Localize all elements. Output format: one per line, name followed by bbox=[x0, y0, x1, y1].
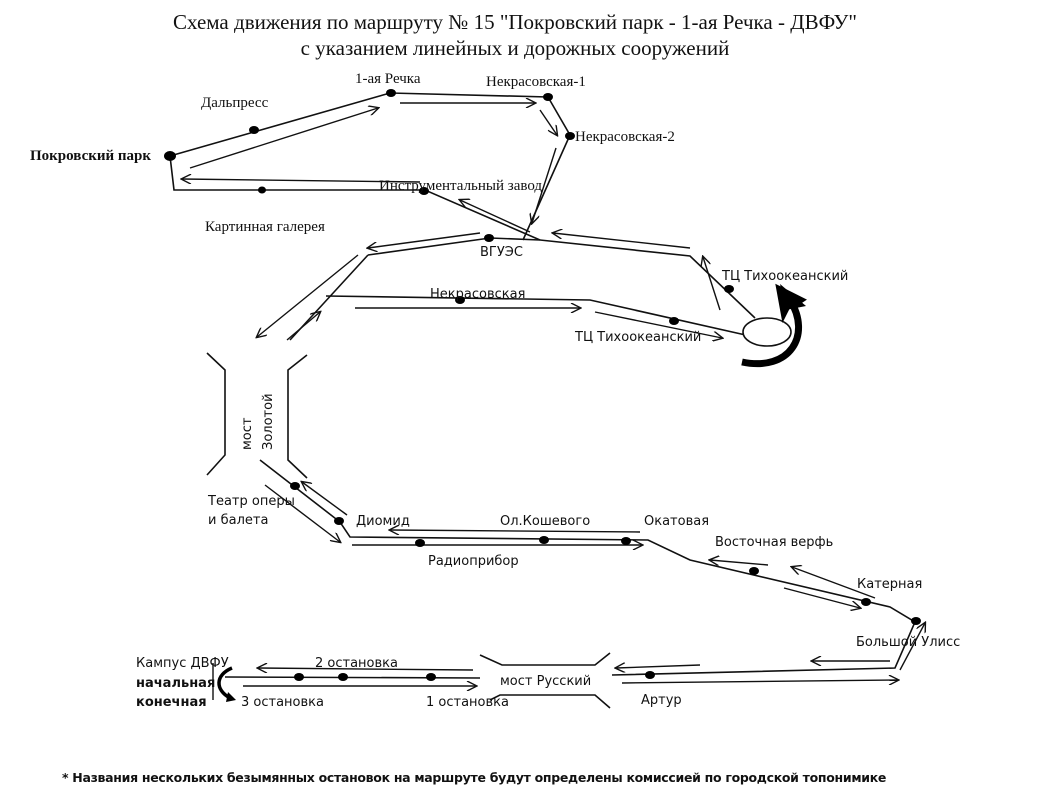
russky-bridge bbox=[479, 652, 611, 709]
route-lines bbox=[169, 92, 917, 679]
stop-marker-nekrasovskaya-2[interactable] bbox=[565, 132, 575, 140]
stop-marker-diomid[interactable] bbox=[334, 517, 344, 525]
stop-marker-okatovaya[interactable] bbox=[621, 537, 631, 545]
direction-arrow bbox=[257, 254, 359, 337]
label-artur: Артур bbox=[641, 693, 682, 708]
direction-arrow bbox=[710, 560, 769, 565]
direction-arrow bbox=[368, 232, 481, 248]
diagram-title: Схема движения по маршруту № 15 "Покровс… bbox=[172, 10, 858, 34]
stop-marker-1-ostanovka[interactable] bbox=[426, 673, 436, 681]
label-diomid: Диомид bbox=[356, 514, 410, 529]
direction-arrow bbox=[616, 665, 701, 668]
stop-marker-nekrasovskaya[interactable] bbox=[455, 296, 465, 304]
direction-arrow bbox=[189, 108, 378, 169]
direction-arrow bbox=[532, 147, 557, 223]
stop-marker-bolshoy-uliss[interactable] bbox=[911, 617, 921, 625]
stop-marker-vguesu[interactable] bbox=[484, 234, 494, 242]
stop-marker-instrumentalny-zavod[interactable] bbox=[419, 187, 429, 195]
road-segment bbox=[367, 237, 756, 319]
label-kampus: Кампус ДВФУ bbox=[136, 656, 229, 671]
direction-arrow bbox=[783, 587, 860, 608]
label-katernaya: Катерная bbox=[857, 577, 922, 592]
label-vostochnaya-verf: Восточная верфь bbox=[715, 535, 833, 550]
stop-marker-artur[interactable] bbox=[645, 671, 655, 679]
stop-labels: Покровский парк Дальпресс 1-ая Речка Нек… bbox=[30, 71, 960, 710]
direction-arrow bbox=[460, 200, 531, 233]
label-teatr-line1: Театр оперы bbox=[207, 494, 295, 509]
stop-marker-ol-koshevogo[interactable] bbox=[539, 536, 549, 544]
direction-arrow bbox=[594, 311, 722, 338]
label-okatovaya: Окатовая bbox=[644, 514, 709, 529]
label-bolshoy-uliss: Большой Улисс bbox=[856, 635, 960, 650]
label-2-ostanovka: 2 остановка bbox=[315, 656, 398, 671]
label-zolotoy: Золотой bbox=[261, 393, 276, 450]
label-3-ostanovka: 3 остановка bbox=[241, 695, 324, 710]
label-vguesu: ВГУЭС bbox=[480, 245, 523, 260]
direction-arrow bbox=[899, 623, 925, 671]
stop-marker-dalpress[interactable] bbox=[249, 126, 259, 134]
stop-marker-2-ostanovka-a[interactable] bbox=[294, 673, 304, 681]
stop-marker-vostochnaya-verf[interactable] bbox=[749, 567, 759, 575]
turnaround-loop bbox=[741, 283, 807, 368]
label-dalpress: Дальпресс bbox=[201, 95, 269, 111]
label-tc-tikhookeansky-2: ТЦ Тихоокеанский bbox=[574, 330, 701, 345]
road-segment bbox=[169, 155, 541, 241]
stop-marker-teatr[interactable] bbox=[290, 482, 300, 490]
kampus-turnaround bbox=[212, 663, 236, 702]
diagram-subtitle: с указанием линейных и дорожных сооружен… bbox=[300, 36, 730, 60]
road-segment bbox=[169, 92, 571, 241]
stop-marker-katernaya[interactable] bbox=[861, 598, 871, 606]
direction-arrow bbox=[258, 668, 474, 670]
stop-marker-tc-tikhookeansky-2[interactable] bbox=[669, 317, 679, 325]
label-radiopribor: Радиоприбор bbox=[428, 554, 519, 569]
label-nekrasovskaya: Некрасовская bbox=[430, 287, 525, 302]
label-kartinnaya-galereya: Картинная галерея bbox=[205, 219, 325, 235]
road-segment bbox=[259, 459, 917, 676]
direction-arrow bbox=[264, 484, 340, 542]
zolotoy-bridge bbox=[206, 352, 308, 479]
label-terminal-end: конечная bbox=[136, 695, 207, 710]
label-nekrasovskaya-1: Некрасовская-1 bbox=[486, 74, 586, 90]
stop-marker-2-ostanovka-b[interactable] bbox=[338, 673, 348, 681]
label-nekrasovskaya-2: Некрасовская-2 bbox=[575, 129, 675, 145]
stop-marker-nekrasovskaya-1[interactable] bbox=[543, 93, 553, 101]
direction-arrow bbox=[621, 680, 898, 683]
label-instrumentalny-zavod: Инструментальный завод bbox=[379, 178, 542, 194]
direction-arrow bbox=[703, 257, 721, 311]
label-bridge-word: мост bbox=[240, 417, 255, 450]
label-1-ostanovka: 1 остановка bbox=[426, 695, 509, 710]
direction-arrow bbox=[553, 233, 691, 249]
footnote: * Названия нескольких безымянных останов… bbox=[62, 770, 887, 785]
road-segment bbox=[325, 295, 751, 337]
label-russky-bridge: мост Русский bbox=[500, 674, 591, 689]
road-segment bbox=[224, 676, 481, 679]
label-ol-koshevogo: Ол.Кошевого bbox=[500, 514, 590, 529]
label-first-rechka: 1-ая Речка bbox=[355, 71, 421, 87]
direction-arrow bbox=[390, 530, 641, 532]
direction-arrow bbox=[302, 482, 348, 516]
direction-arrow bbox=[539, 109, 557, 135]
stop-marker-tc-tikhookeansky-1[interactable] bbox=[724, 285, 734, 293]
direction-arrow bbox=[792, 567, 876, 599]
label-pokrovsky-park: Покровский парк bbox=[30, 148, 151, 164]
direction-arrows bbox=[182, 103, 925, 686]
label-terminal-start: начальная bbox=[136, 676, 215, 691]
stop-marker-pokrovsky-park[interactable] bbox=[164, 151, 176, 161]
stop-marker-first-rechka[interactable] bbox=[386, 89, 396, 97]
stop-marker-kartinnaya-galereya[interactable] bbox=[258, 186, 266, 194]
label-teatr-line2: и балета bbox=[208, 513, 268, 528]
label-tc-tikhookeansky-1: ТЦ Тихоокеанский bbox=[721, 269, 848, 284]
stop-marker-radiopribor[interactable] bbox=[415, 539, 425, 547]
direction-arrow bbox=[182, 179, 421, 182]
stop-markers bbox=[164, 89, 921, 681]
direction-arrow bbox=[286, 312, 320, 341]
